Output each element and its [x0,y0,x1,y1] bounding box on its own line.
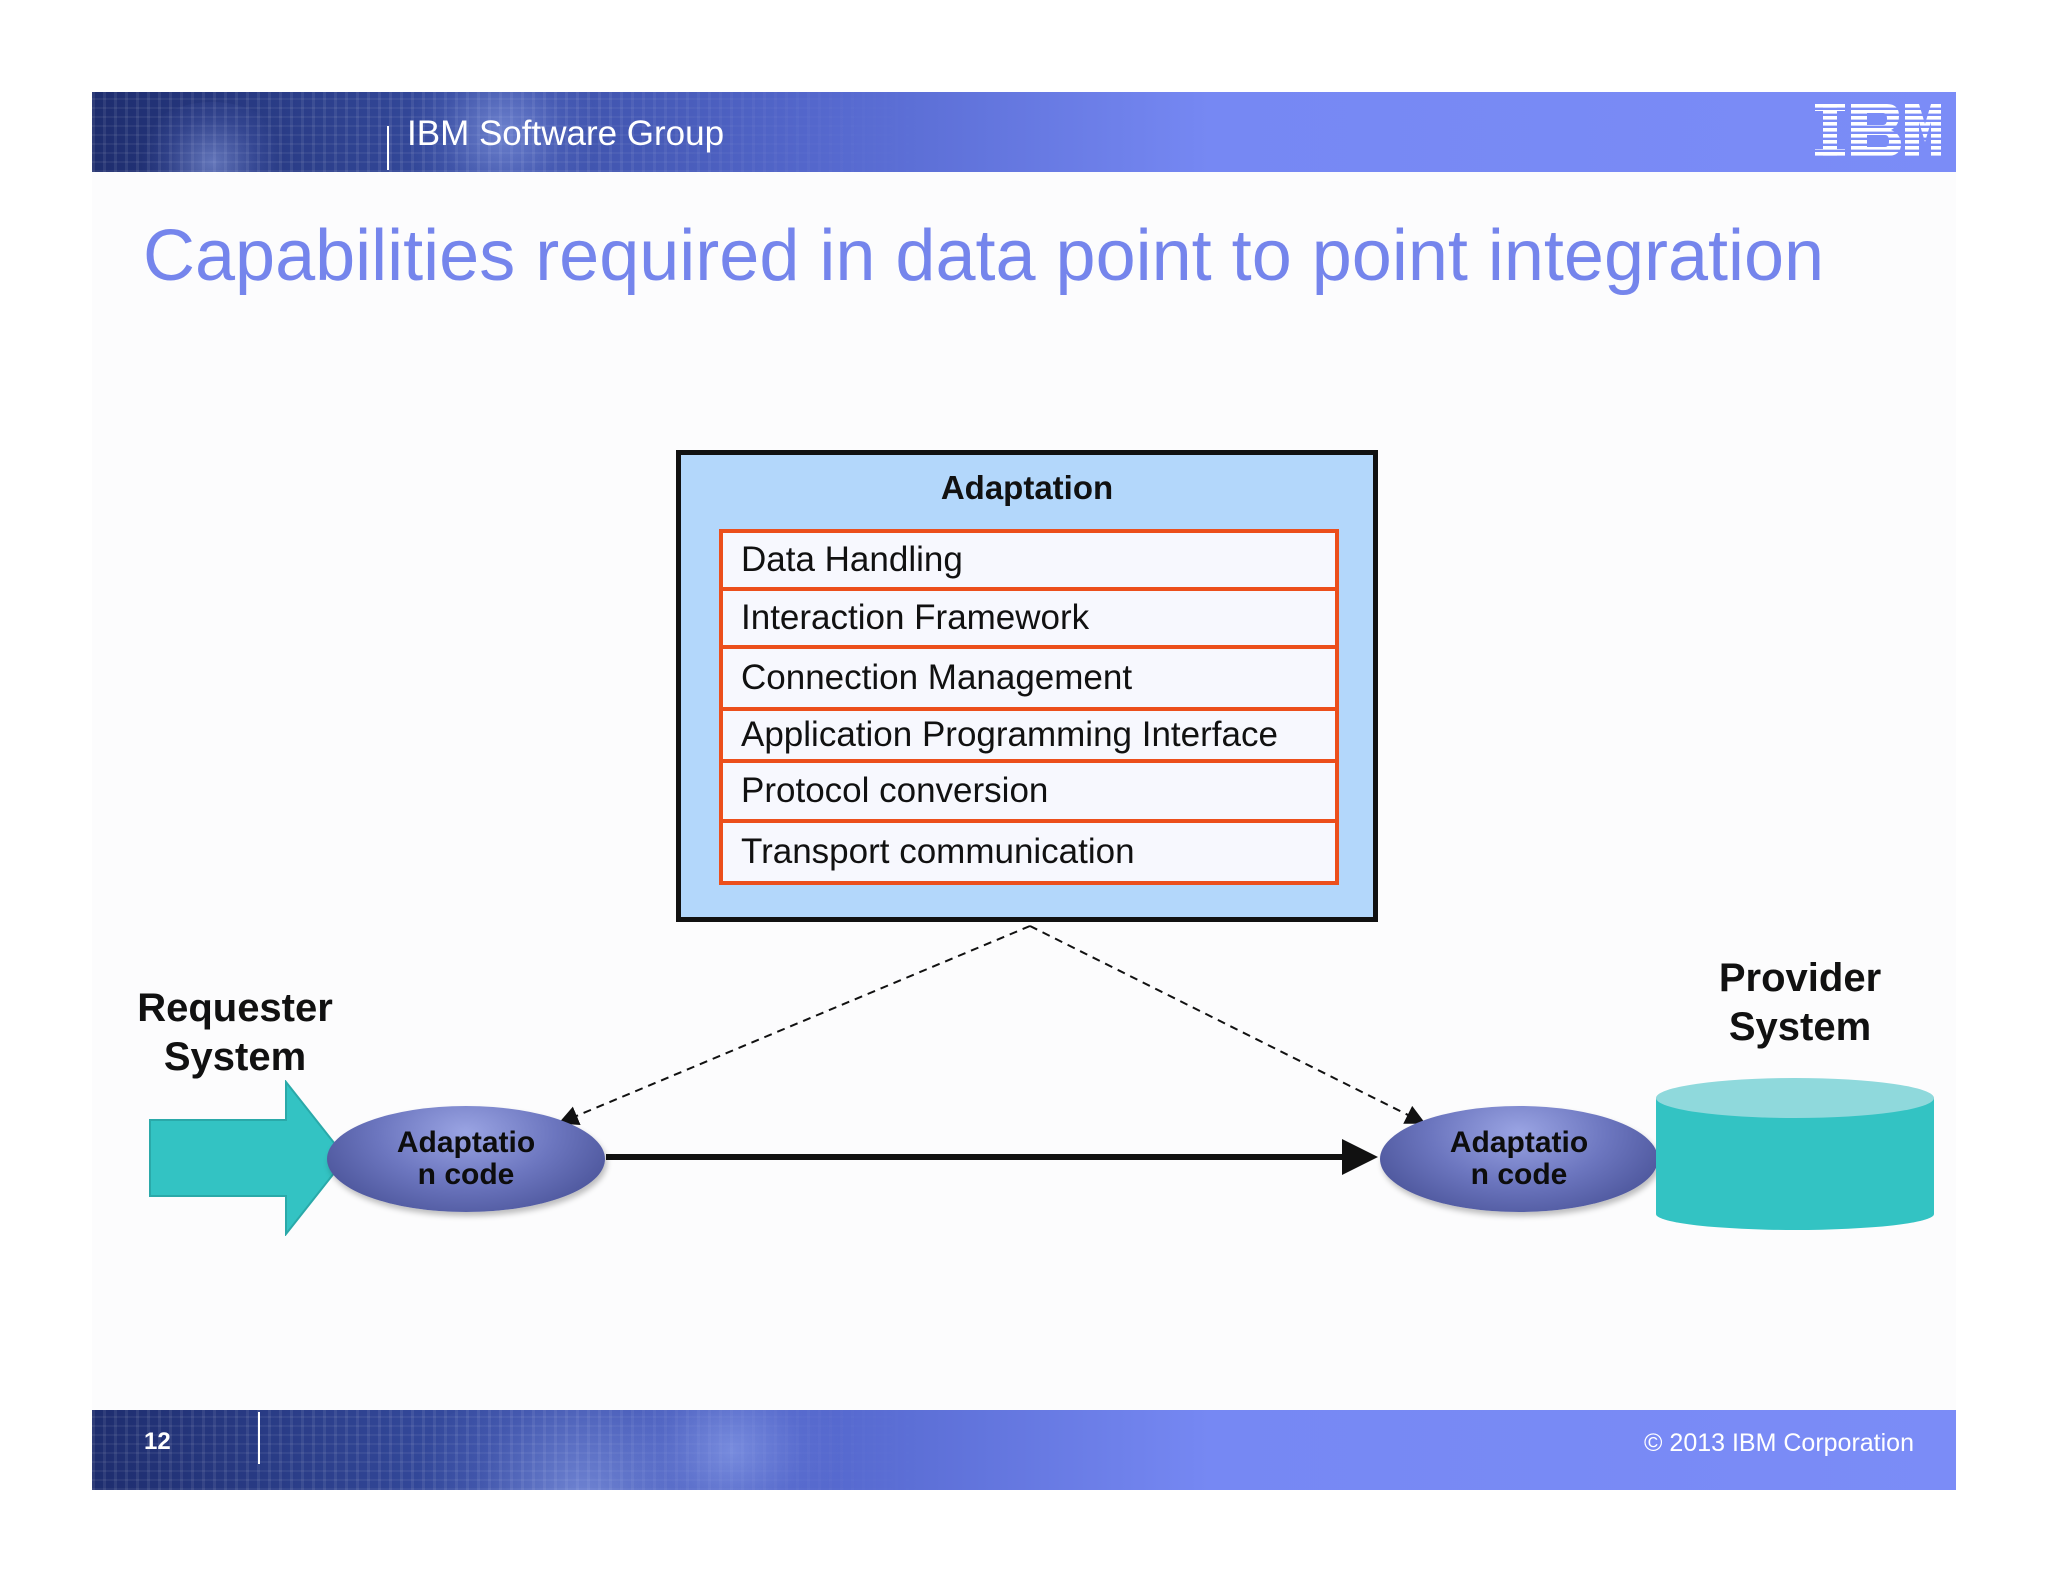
layer-api: Application Programming Interface [719,707,1339,763]
page-title: Capabilities required in data point to p… [143,216,1825,296]
requester-arrow-shape [148,1079,348,1241]
dashed-link-left [558,925,1031,1126]
adaptation-title: Adaptation [940,469,1114,506]
ibm-logo [1815,104,1941,161]
layer-transport-communication: Transport communication [719,819,1339,885]
page-number: 12 [144,1428,171,1455]
provider-database-cylinder [1652,1076,1938,1241]
group-name: IBM Software Group [407,114,725,153]
layer-connection-management: Connection Management [719,645,1339,711]
layer-interaction-framework: Interaction Framework [719,587,1339,649]
header-banner [92,92,1956,172]
dashed-link-right [1029,925,1426,1124]
requester-system-label: Requester System [137,986,333,1079]
requester-adaptation-node: Adaptatio n code [327,1106,605,1212]
footer-divider [258,1412,260,1464]
layer-protocol-conversion: Protocol conversion [719,759,1339,823]
layer-data-handling: Data Handling [719,529,1339,591]
footer-banner [92,1410,1956,1490]
header-divider [387,126,389,170]
copyright: © 2013 IBM Corporation [1644,1429,1914,1457]
provider-system-label: Provider System [1718,956,1882,1049]
provider-adaptation-node: Adaptatio n code [1380,1106,1658,1212]
adaptation-box: Adaptation Data Handling Interaction Fra… [676,450,1378,922]
